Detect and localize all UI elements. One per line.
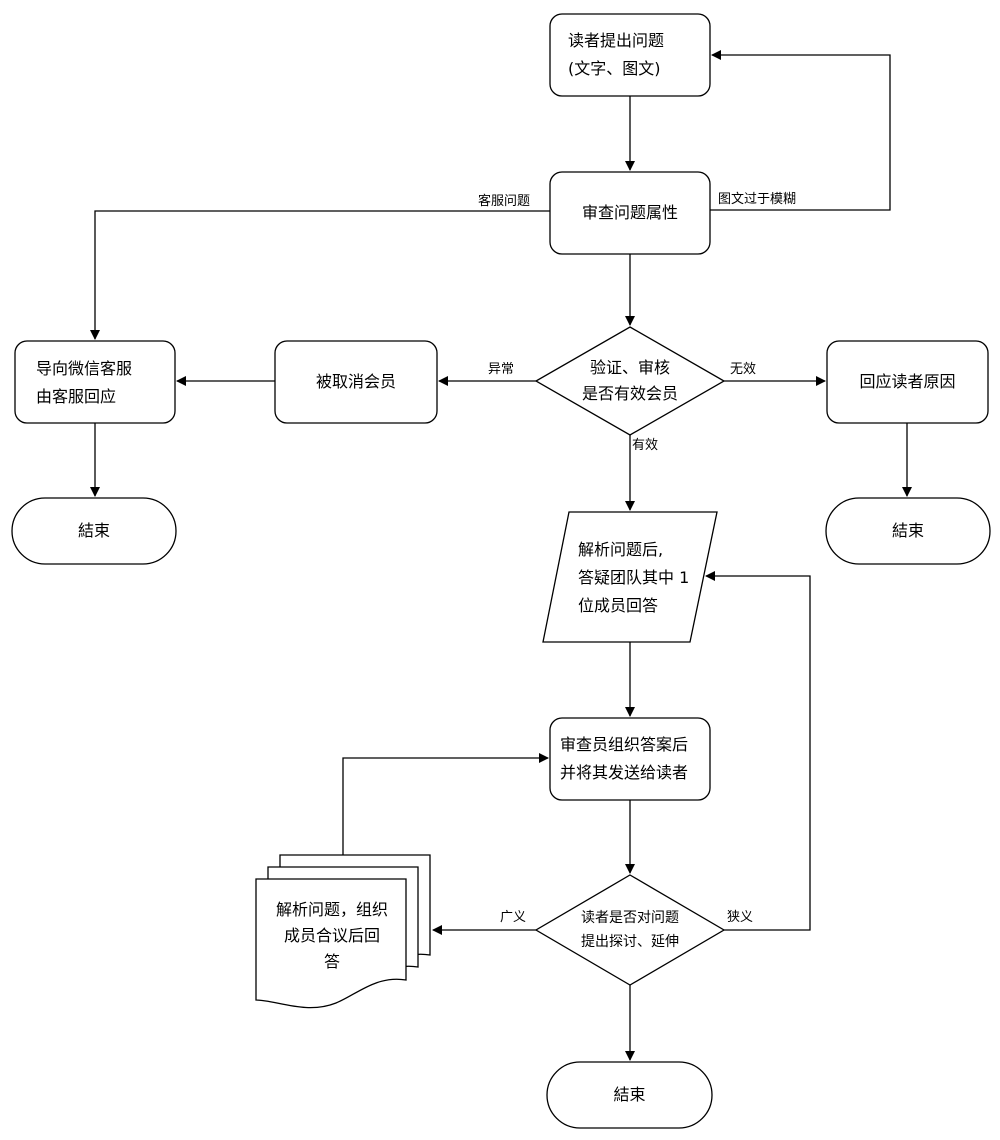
organize-send-line2: 并将其发送给读者 (560, 763, 689, 782)
team-answer-line3: 答 (323, 952, 340, 971)
end-right-label: 結束 (826, 498, 990, 564)
analyze-answer-line1: 解析问题后, (578, 540, 664, 559)
end-right-terminal (825, 497, 991, 565)
end-left-label: 結束 (12, 498, 176, 564)
edge-label-abnormal: 异常 (488, 362, 515, 377)
reader-question-label: 读者提出问题 (文字、图文) (568, 22, 708, 88)
end-bottom-text: 結束 (613, 1085, 646, 1104)
discuss-decision-label: 读者是否对问题 提出探讨、延伸 (560, 906, 700, 954)
end-left-text: 結束 (77, 521, 110, 540)
verify-member-line1: 验证、审核 (589, 358, 670, 377)
edge-label-customer-service: 客服问题 (478, 194, 531, 209)
review-attribute-label: 审查问题属性 (550, 172, 710, 254)
analyze-answer-line3: 位成员回答 (578, 596, 659, 615)
edge-review-to-question-loop (710, 50, 891, 211)
edge-team-to-organize (342, 753, 549, 855)
edge-label-invalid: 无效 (730, 362, 757, 377)
edge-label-narrow: 狭义 (727, 910, 754, 925)
team-answer-line1: 解析问题，组织 (275, 900, 388, 919)
cancelled-member-text: 被取消会员 (315, 372, 396, 391)
cancelled-member-label: 被取消会员 (275, 341, 437, 423)
wechat-service-line2: 由客服回应 (36, 387, 117, 406)
reply-reason-label: 回应读者原因 (827, 341, 988, 423)
edge-label-blurry: 图文过于模糊 (718, 192, 797, 207)
analyze-answer-parallelogram (542, 511, 718, 643)
team-answer-line2: 成员合议后回 (283, 926, 380, 945)
edge-label-valid: 有效 (632, 438, 659, 453)
reply-reason-text: 回应读者原因 (859, 372, 956, 391)
team-answer-multidocument (255, 854, 431, 1009)
end-bottom-terminal (546, 1061, 713, 1129)
edge-decision-narrow-loop (705, 571, 811, 931)
verify-member-label: 验证、审核 是否有效会员 (560, 355, 700, 407)
organize-send-line1: 审查员组织答案后 (560, 735, 689, 754)
wechat-service-label: 导向微信客服 由客服回应 (36, 345, 172, 421)
wechat-service-line1: 导向微信客服 (36, 359, 133, 378)
analyze-answer-label: 解析问题后, 答疑团队其中 1 位成员回答 (578, 534, 708, 622)
cancelled-member-box (274, 340, 438, 424)
reader-question-line1: 读者提出问题 (568, 31, 665, 50)
team-answer-label: 解析问题，组织 成员合议后回 答 (262, 896, 402, 976)
end-right-text: 結束 (891, 521, 924, 540)
verify-member-line2: 是否有效会员 (581, 384, 678, 403)
organize-send-label: 审查员组织答案后 并将其发送给读者 (560, 728, 708, 790)
review-attribute-text: 审查问题属性 (581, 203, 678, 222)
end-bottom-label: 結束 (547, 1062, 712, 1128)
analyze-answer-line2: 答疑团队其中 1 (578, 568, 690, 587)
edge-review-to-wechat (90, 210, 550, 340)
end-left-terminal (11, 497, 177, 565)
discuss-decision-line2: 提出探讨、延伸 (581, 934, 679, 950)
reader-question-line2: (文字、图文) (568, 59, 661, 78)
edge-label-broad: 广义 (500, 910, 527, 925)
discuss-decision-line1: 读者是否对问题 (581, 910, 679, 926)
